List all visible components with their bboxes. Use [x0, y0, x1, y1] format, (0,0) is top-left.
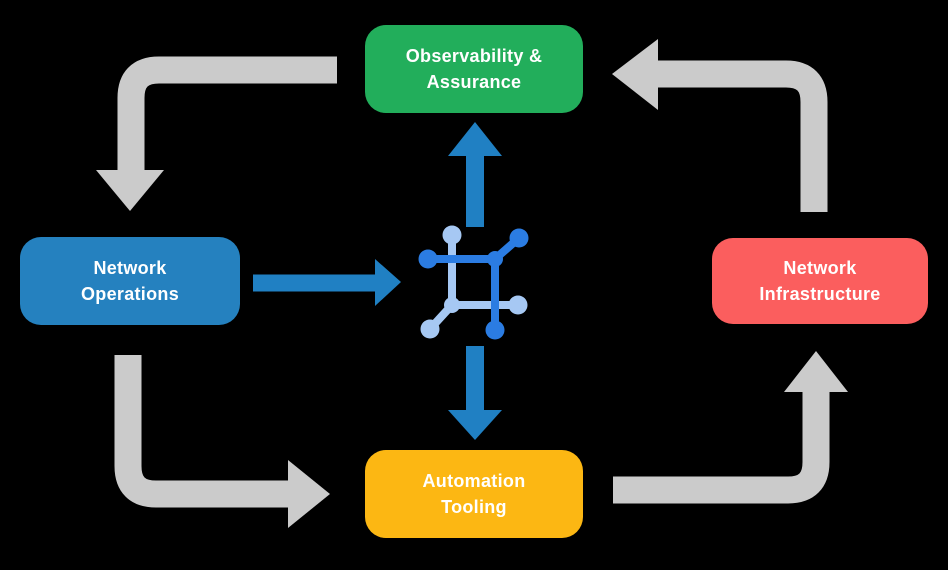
network-icon-dark-lines: [424, 234, 523, 334]
node-automation-label: Automation Tooling: [422, 470, 526, 517]
arrow-operations-to-automation: [114, 355, 330, 528]
network-icon-light-lines: [426, 231, 522, 333]
arrow-infrastructure-to-observability: [612, 39, 828, 212]
network-icon-light-nodes: [420, 225, 528, 339]
node-operations-label: Network Operations: [80, 257, 180, 304]
network-icon-dark-nodes: [418, 228, 529, 340]
node-infrastructure-label: Network Infrastructure: [759, 257, 881, 304]
node-observability-label: Observability & Assurance: [405, 45, 543, 92]
arrow-core-to-observability: [448, 122, 502, 227]
arrow-operations-to-core: [253, 259, 401, 306]
node-network-infrastructure: Network Infrastructure: [712, 238, 928, 324]
arrow-core-to-automation: [448, 346, 502, 440]
network-nodes-icon: [418, 225, 529, 340]
arrow-observability-to-operations: [96, 56, 337, 211]
node-observability-assurance: Observability & Assurance: [365, 25, 583, 113]
arrow-automation-to-infrastructure: [613, 351, 848, 504]
node-automation-tooling: Automation Tooling: [365, 450, 583, 538]
node-network-operations: Network Operations: [20, 237, 240, 325]
